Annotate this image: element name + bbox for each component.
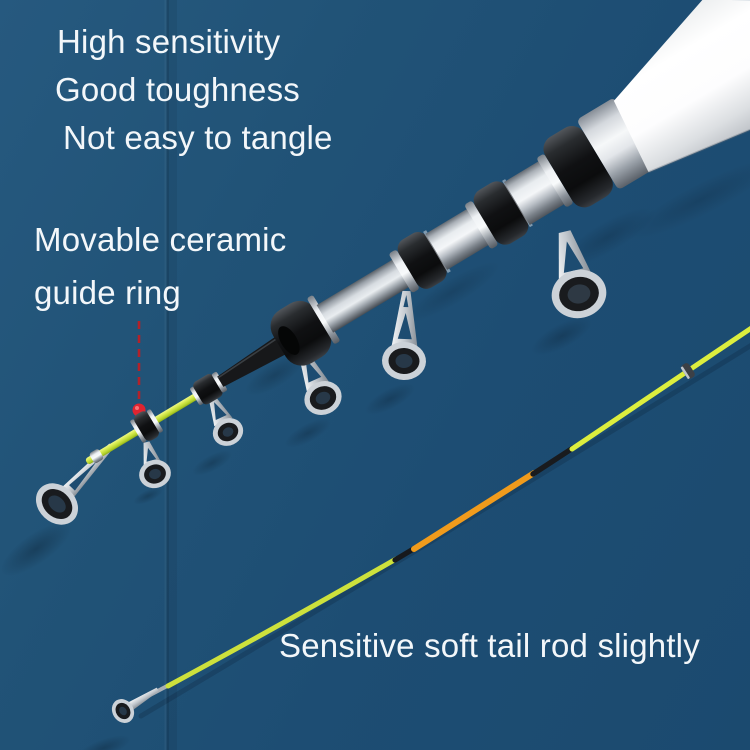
feature-line-3: Not easy to tangle bbox=[63, 119, 333, 156]
tail-rod-label: Sensitive soft tail rod slightly bbox=[279, 627, 700, 664]
feature-list: High sensitivity Good toughness Not easy… bbox=[55, 18, 333, 162]
feature-line-2: Good toughness bbox=[55, 71, 300, 108]
pointer-callout bbox=[132, 321, 146, 417]
joint-ring-4 bbox=[537, 126, 613, 208]
joint-donut bbox=[270, 295, 340, 366]
tip-guide-ring bbox=[111, 687, 159, 723]
guide-ring-5-movable bbox=[139, 441, 171, 489]
tail-rod-yellow-segment bbox=[165, 556, 399, 689]
section-tube-3 bbox=[503, 159, 568, 225]
main-rod-assembly bbox=[85, 0, 750, 464]
guide-ring-label: Movable ceramic guide ring bbox=[34, 213, 286, 319]
butt-section-white bbox=[613, 0, 750, 174]
guide-ring-label-line-2: guide ring bbox=[34, 274, 181, 311]
guide-ring-4 bbox=[208, 394, 244, 446]
tail-rod-stopper-bead bbox=[680, 363, 695, 379]
movable-ring bbox=[130, 409, 163, 443]
guide-ring-2 bbox=[382, 290, 426, 381]
backdrop-seam bbox=[164, 0, 177, 750]
ferrule-collar bbox=[578, 99, 655, 189]
feature-line-1: High sensitivity bbox=[57, 23, 281, 60]
tail-rod-bright-yellow-segment bbox=[569, 326, 750, 452]
guide-ring-label-line-1: Movable ceramic bbox=[34, 221, 287, 258]
collar-small bbox=[190, 371, 227, 405]
guide-ring-3 bbox=[298, 348, 342, 415]
soft-shadows bbox=[0, 158, 750, 750]
tail-rod bbox=[131, 326, 750, 719]
tail-rod-orange-segment bbox=[411, 470, 537, 552]
guide6-wrap-collar bbox=[89, 449, 104, 463]
guide-ring-1 bbox=[551, 230, 607, 319]
section-tube-1 bbox=[316, 253, 419, 333]
